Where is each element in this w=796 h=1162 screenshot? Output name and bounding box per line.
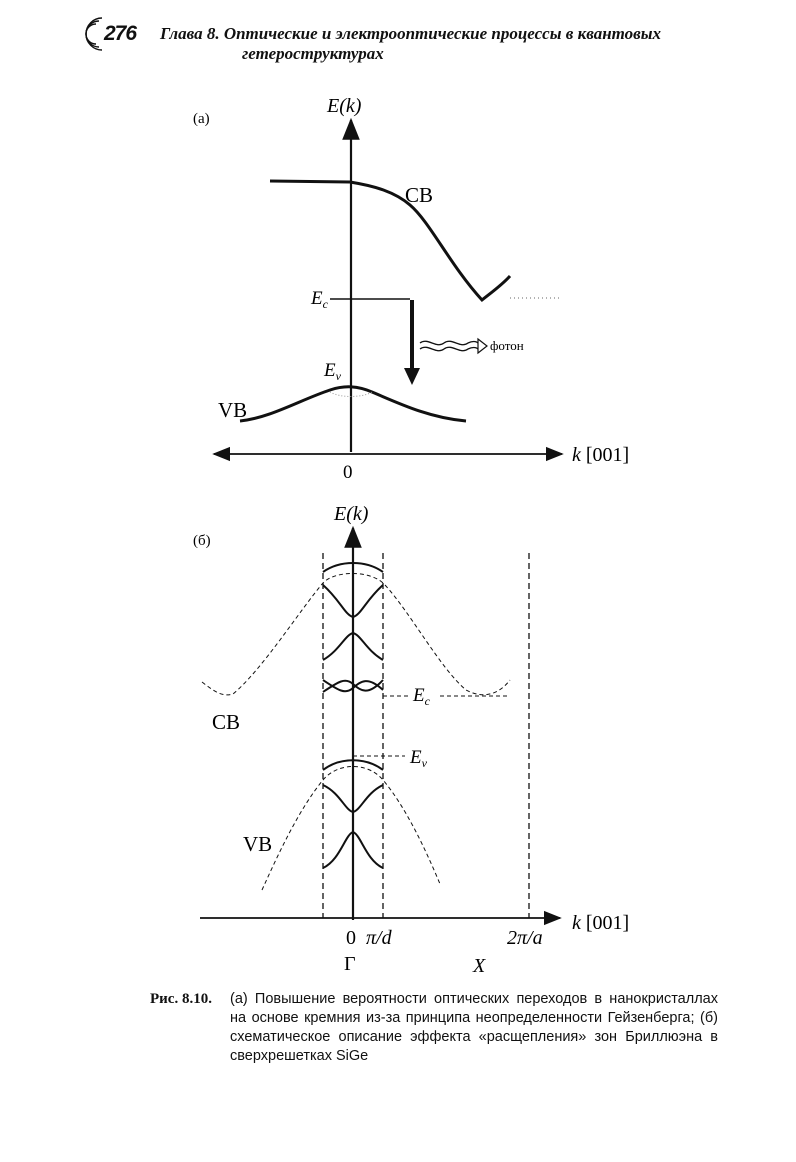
panel-a-valence-band-curve — [239, 385, 467, 423]
panel-b-vb-miniband-3 — [322, 830, 384, 869]
panel-b-vb-miniband-1 — [322, 759, 384, 771]
panel-a-origin-label: 0 — [343, 462, 353, 483]
panel-b-label: (б) — [193, 533, 211, 549]
panel-a-x-axis-label: k [001] — [572, 444, 629, 466]
chapter-title-line-2: гетероструктурах — [242, 44, 384, 63]
page-number: 276 — [104, 22, 137, 45]
panel-b-point-x: X — [472, 955, 486, 977]
panel-a: (a) E(k) 0 k [001] CB Ec фотон Ev VB — [193, 95, 629, 483]
panel-b-tick-pi-d: π/d — [366, 927, 393, 949]
panel-b-cb-label: CB — [212, 710, 240, 734]
panel-a-label: (a) — [193, 111, 210, 127]
panel-b-cb-miniband-1 — [322, 562, 384, 573]
panel-b-point-gamma: Г — [344, 953, 356, 975]
panel-b-cb-miniband-3 — [322, 631, 384, 661]
panel-b-vb-label: VB — [243, 832, 272, 856]
panel-b-x-axis-label: k [001] — [572, 912, 629, 934]
chapter-title-line-1: Глава 8. Оптические и электрооптические … — [160, 24, 662, 43]
panel-a-conduction-band-curve — [269, 179, 512, 303]
panel-b-tick-0: 0 — [346, 927, 356, 949]
photon-arrow-head-icon — [477, 337, 488, 355]
panel-b-vb-miniband-2 — [322, 784, 384, 814]
figure-caption: Рис. 8.10. (а) Повышение вероятности опт… — [150, 990, 718, 1066]
panel-b-cb-miniband-4a — [322, 679, 384, 693]
figure-caption-label: Рис. 8.10. — [150, 991, 212, 1007]
photon-wave-icon-lower — [419, 346, 479, 352]
panel-b-bulk-vb-dashed-curve — [261, 766, 441, 891]
photon-label: фотон — [490, 338, 524, 353]
photon-wave-icon — [419, 340, 479, 346]
panel-b-y-axis-label: E(k) — [333, 503, 369, 525]
panel-a-ev-label: Ev — [323, 360, 342, 383]
panel-b: (б) E(k) k [001] Ec CB Ev VB — [193, 503, 629, 977]
figure-caption-text: (а) Повышение вероятности оптических пер… — [230, 991, 718, 1064]
page-number-logo-icon — [85, 17, 103, 51]
panel-a-cb-label: CB — [405, 183, 433, 207]
panel-a-vb-label: VB — [218, 398, 247, 422]
panel-b-tick-2pi-a: 2π/a — [507, 927, 543, 949]
panel-a-transition-arrow-head — [404, 368, 420, 385]
panel-a-y-axis-label: E(k) — [326, 95, 362, 117]
band-diagram-figure: (a) E(k) 0 k [001] CB Ec фотон Ev VB (б) — [193, 95, 629, 977]
panel-b-cb-miniband-4b — [322, 679, 384, 693]
panel-b-bulk-cb-dashed-curve — [201, 573, 511, 696]
panel-b-ec-label: Ec — [412, 685, 431, 708]
panel-b-ev-label: Ev — [409, 747, 428, 770]
panel-a-ec-label: Ec — [310, 288, 329, 311]
panel-b-cb-miniband-2 — [322, 584, 384, 619]
panel-a-vb-dotted-curve — [329, 391, 373, 397]
